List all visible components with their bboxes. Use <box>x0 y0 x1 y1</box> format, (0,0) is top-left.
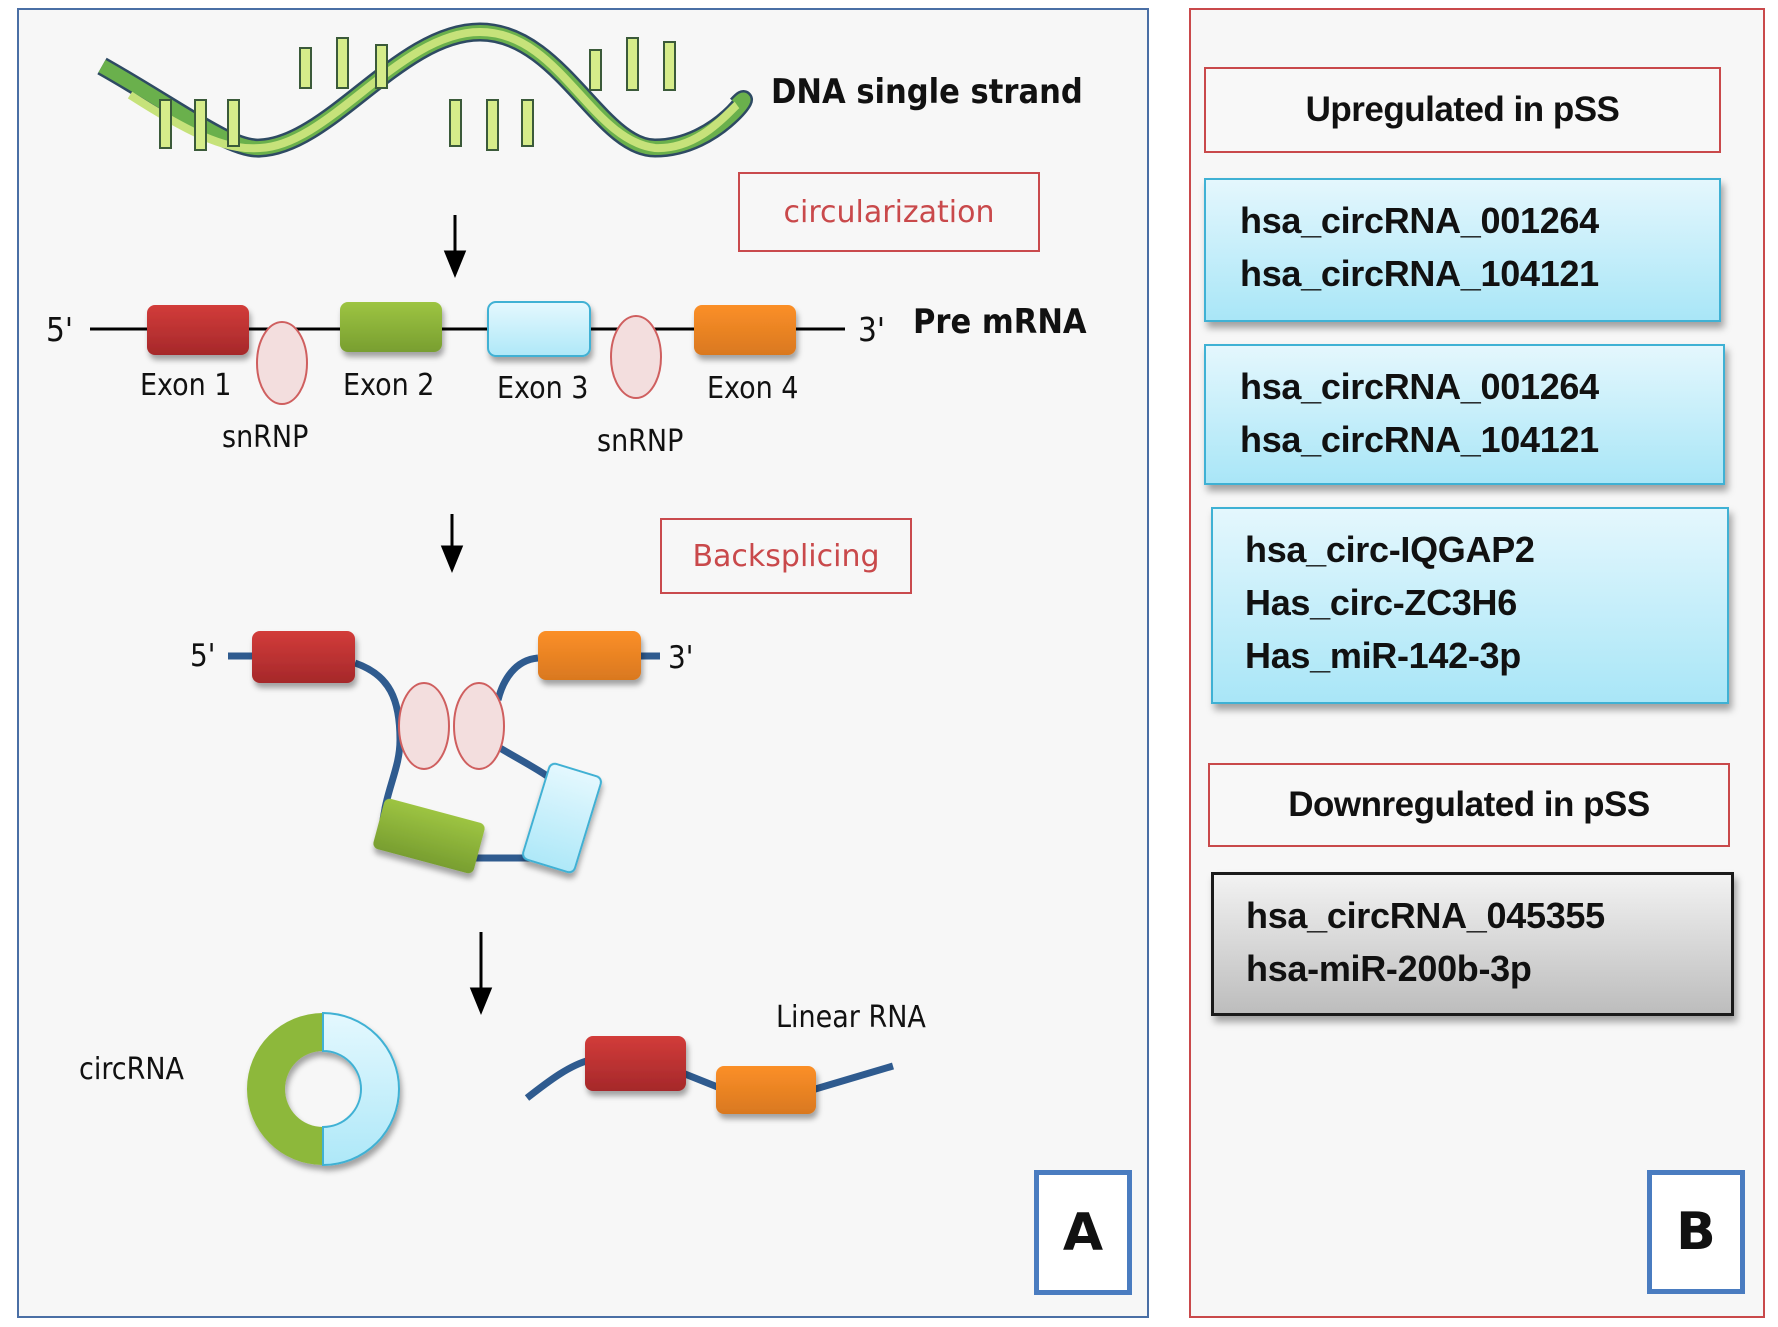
list-item: Has_circ-ZC3H6 <box>1245 582 1517 623</box>
backspliced-5prime: 5' <box>190 638 216 674</box>
panel-a-label: A <box>1034 1170 1132 1295</box>
up-group-3: hsa_circ-IQGAP2 Has_circ-ZC3H6 Has_miR-1… <box>1211 507 1729 704</box>
linear-rna-label: Linear RNA <box>776 1000 926 1035</box>
snrnp-1 <box>256 321 308 405</box>
list-item: hsa_circRNA_104121 <box>1240 253 1599 294</box>
exon-2 <box>340 302 442 352</box>
backspliced-structure <box>228 631 660 874</box>
list-item: Has_miR-142-3p <box>1245 635 1521 676</box>
exon-4-label: Exon 4 <box>707 371 799 406</box>
list-item: hsa_circRNA_045355 <box>1246 895 1605 936</box>
backspliced-3prime: 3' <box>668 640 694 676</box>
step-circularization: circularization <box>738 172 1040 252</box>
exon-1-label: Exon 1 <box>140 368 232 403</box>
list-item: hsa_circRNA_001264 <box>1240 366 1599 407</box>
circrna-label: circRNA <box>79 1052 184 1087</box>
up-group-1: hsa_circRNA_001264 hsa_circRNA_104121 <box>1204 178 1721 322</box>
exon-3-label: Exon 3 <box>497 371 589 406</box>
arrow-down-icon <box>440 514 464 573</box>
snrnp-1-label: snRNP <box>222 420 309 455</box>
exon-4 <box>694 305 796 355</box>
panel-b-label: B <box>1647 1170 1745 1294</box>
linear-rna-icon <box>524 1036 894 1114</box>
exon-1 <box>147 305 249 355</box>
exon-3 <box>487 301 591 357</box>
premrna-label: Pre mRNA <box>913 302 1087 342</box>
premrna-5prime: 5' <box>46 310 74 349</box>
premrna-3prime: 3' <box>858 310 886 349</box>
arrow-down-icon <box>469 932 493 1015</box>
snrnp-2-label: snRNP <box>597 424 684 459</box>
list-item: hsa_circ-IQGAP2 <box>1245 529 1535 570</box>
dna-label: DNA single strand <box>771 72 1083 112</box>
arrow-down-icon <box>443 215 467 278</box>
dna-helix-icon <box>97 22 753 158</box>
list-item: hsa_circRNA_001264 <box>1240 200 1599 241</box>
downregulated-heading: Downregulated in pSS <box>1208 763 1730 847</box>
exon-2-label: Exon 2 <box>343 368 435 403</box>
circrna-ring-icon <box>247 1011 400 1167</box>
upregulated-heading: Upregulated in pSS <box>1204 67 1721 153</box>
snrnp-2 <box>610 315 662 399</box>
list-item: hsa_circRNA_104121 <box>1240 419 1599 460</box>
up-group-2: hsa_circRNA_001264 hsa_circRNA_104121 <box>1204 344 1725 485</box>
step-backsplicing: Backsplicing <box>660 518 912 594</box>
down-group-1: hsa_circRNA_045355 hsa-miR-200b-3p <box>1211 872 1734 1016</box>
list-item: hsa-miR-200b-3p <box>1246 948 1532 989</box>
